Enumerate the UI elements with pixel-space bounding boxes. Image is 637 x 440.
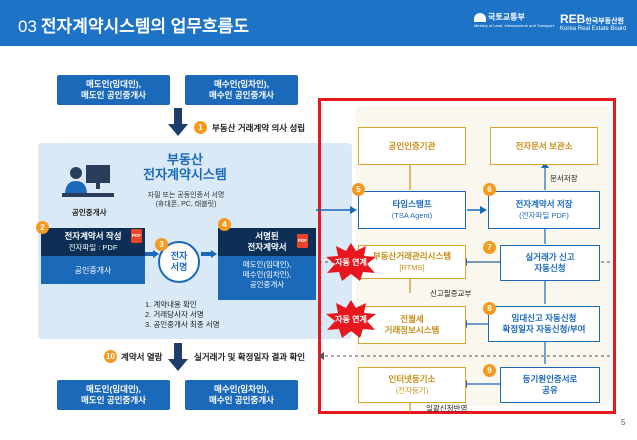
- pdf-icon: PDF: [131, 229, 142, 243]
- step10-label: 계약서 열람: [121, 352, 163, 362]
- step4-parties: 매도인(임대인), 매수인(임차인), 공인중개사: [242, 260, 292, 289]
- arrowhead-icon: [350, 206, 357, 214]
- checklist: 1. 계약내용 확인 2. 거래당사자 서명 3. 공인중개사 최종 서명: [145, 300, 220, 329]
- cert-authority-box: 공인인증기관: [358, 127, 466, 165]
- step2-sub: 전자파일 : PDF: [68, 243, 118, 252]
- step6-title: 전자계약서 저장: [515, 199, 573, 209]
- step-badge-4: 4: [218, 218, 231, 231]
- arrowhead-icon: [541, 162, 549, 168]
- step8-box: 임대신고 자동신청 확정일자 자동신청/부여: [488, 306, 600, 342]
- agent-label: 공인중개사: [72, 208, 107, 217]
- step5-box: 타임스탬프 (TSA Agent): [358, 191, 466, 229]
- rtms-box: 부동산거래관리시스템 [RTMS]: [358, 245, 466, 279]
- rtms-title: 부동산거래관리시스템: [372, 251, 452, 261]
- ministry-logo-mark-icon: [474, 13, 486, 22]
- down-arrow-icon: [168, 343, 188, 371]
- registry-title: 인터넷등기소: [388, 374, 436, 384]
- arrowhead-icon: [318, 352, 324, 360]
- registry-box: 인터넷등기소 (전자등기): [358, 367, 466, 403]
- step6-box: 전자계약서 저장 (전자파일 PDF): [488, 191, 600, 229]
- step-badge-3: 3: [155, 238, 168, 251]
- registry-sub: (전자등기): [395, 386, 429, 395]
- system-title: 부동산 전자계약시스템: [143, 152, 227, 182]
- title-text: 전자계약시스템의 업무흐름도: [40, 17, 249, 36]
- ministry-logo: 국토교통부 Ministry of Land, Infrastructure a…: [474, 13, 554, 30]
- auto-link-burst-icon: [326, 300, 376, 338]
- step-badge-7: 7: [483, 241, 496, 254]
- down-arrow-icon: [168, 108, 188, 136]
- step6-sub: (전자파일 PDF): [519, 211, 569, 220]
- arrow-right-icon: [201, 250, 217, 258]
- auto-link-burst-icon: [326, 243, 376, 281]
- reb-name: 한국부동산원: [585, 18, 624, 25]
- top-seller-box: 매도인(임대인), 매도인 공인중개사: [57, 75, 170, 105]
- step4-title: 서명된 전자계약서: [218, 228, 316, 256]
- step-badge-9: 9: [483, 364, 496, 377]
- bottom-seller-box: 매도인(임대인), 매도인 공인중개사: [57, 380, 170, 410]
- step-badge-6: 6: [483, 183, 496, 196]
- step1-label: 부동산 거래계약 의사 성립: [212, 123, 306, 133]
- step2-box: 전자계약서 작성 전자파일 : PDF 공인중개사: [41, 228, 145, 284]
- auto-link-label-1: 자동 연계: [335, 258, 367, 267]
- bottom-buyer-box: 매수인(임차인), 매수인 공인중개사: [185, 380, 298, 410]
- arrowhead-icon: [480, 206, 487, 214]
- step-badge-10: 10: [104, 350, 117, 363]
- step2-footer: 공인중개사: [74, 266, 112, 275]
- auto-link-label-2: 자동 연계: [335, 315, 367, 324]
- rtms-sub: [RTMS]: [399, 263, 425, 272]
- header-bar: [0, 0, 637, 46]
- step5-title: 타임스탬프: [392, 199, 432, 209]
- rent-info-box: 전월세 거래정보시스템: [358, 306, 466, 344]
- step9-box: 등기원인증서로 공유: [500, 367, 600, 403]
- registry-note: 일괄신청반영: [426, 404, 468, 412]
- step-badge-8: 8: [483, 302, 496, 315]
- page-number: 5: [621, 418, 626, 427]
- arrow-right-icon: [145, 250, 159, 258]
- reb-name-en: Korea Real Estate Board: [560, 26, 627, 32]
- top-buyer-box: 매수인(임차인), 매수인 공인중개사: [185, 75, 298, 105]
- doc-vault-label: 전자문서 보관소: [515, 140, 573, 151]
- cert-authority-label: 공인인증기관: [388, 140, 436, 151]
- reb-mark: REB: [560, 12, 586, 26]
- step2-title: 전자계약서 작성: [64, 231, 122, 241]
- step7-box: 실거래가 신고 자동신청: [500, 245, 600, 281]
- pdf-icon: PDF: [297, 234, 308, 248]
- ministry-name-en: Ministry of Land, Infrastructure and Tra…: [474, 23, 554, 29]
- section-number: 03: [18, 17, 37, 36]
- doc-storage-note: 문서저장: [550, 174, 578, 183]
- step10-result-label: 실거래가 및 확정일자 결과 확인: [194, 352, 306, 362]
- highlight-frame: [318, 98, 616, 414]
- ministry-name: 국토교통부: [488, 12, 525, 22]
- step-badge-5: 5: [352, 183, 365, 196]
- step-badge-1: 1: [194, 121, 207, 134]
- system-subtitle: 자필 또는 공동인증서 서명 (휴대폰, PC, 태블릿): [147, 192, 225, 208]
- step-badge-2: 2: [36, 221, 49, 234]
- step5-sub: (TSA Agent): [391, 211, 433, 220]
- doc-vault-box: 전자문서 보관소: [490, 127, 598, 165]
- rtms-note: 신고필증교부: [430, 289, 472, 298]
- agent-computer-icon: [62, 165, 114, 197]
